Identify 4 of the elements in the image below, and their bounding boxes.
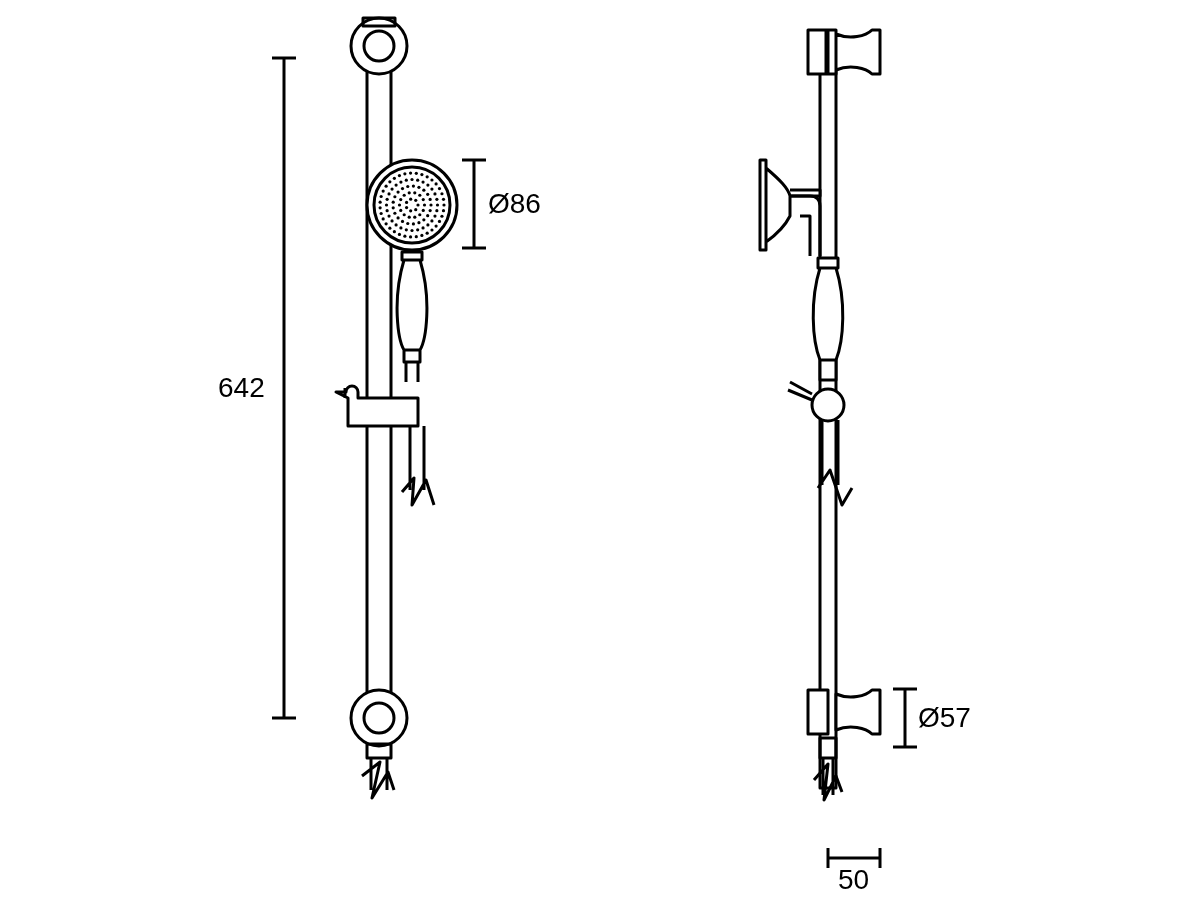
dimension-label: Ø57 bbox=[918, 704, 971, 732]
dimension-label: Ø86 bbox=[488, 190, 541, 218]
dimension-label: 50 bbox=[838, 866, 870, 894]
dimension-label: 642 bbox=[218, 374, 265, 402]
